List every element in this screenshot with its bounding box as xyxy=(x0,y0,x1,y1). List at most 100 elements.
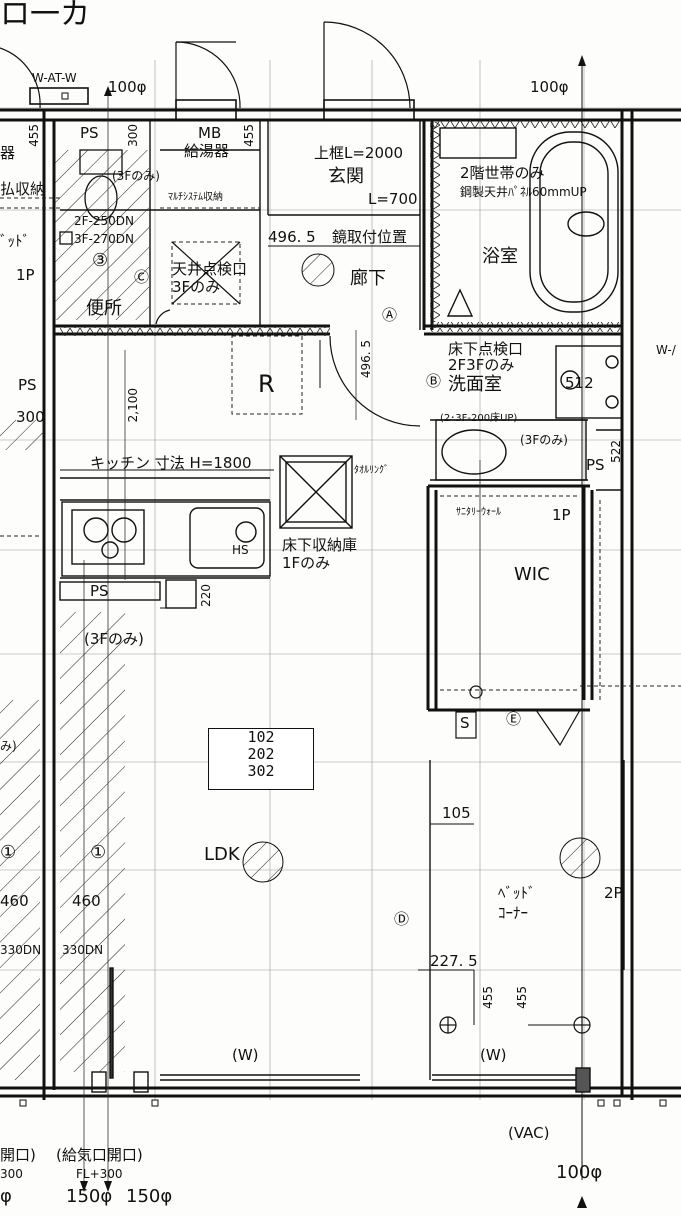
label-yokushitsu: 浴室 xyxy=(482,246,518,267)
label-circle-a: Ⓐ xyxy=(382,306,398,324)
vanity xyxy=(435,345,623,481)
dim-300-ps: 300 xyxy=(16,408,45,426)
label-ps-kitchen: PS xyxy=(90,582,109,600)
unit-number-3: 302 xyxy=(247,762,275,780)
label-w-right: W-/ xyxy=(656,343,676,357)
label-ps-left: PS xyxy=(18,376,37,394)
label-uwagamachi: 上框L=2000 xyxy=(314,144,404,162)
dashed xyxy=(0,197,681,700)
label-ldk: LDK xyxy=(204,844,240,865)
unit-number-box: 102 202 302 xyxy=(208,728,314,790)
label-3f-270dn: 3F-270DN xyxy=(74,232,134,246)
label-genkan: 玄関 xyxy=(328,166,364,187)
label-tenjo-1: 天井点検口 xyxy=(172,260,248,278)
dim-2100: 2,100 xyxy=(126,388,140,423)
dim-460: 460 xyxy=(72,892,101,910)
label-ki-partial: 器 xyxy=(0,144,16,162)
label-multi-system: ﾏﾙﾁｼｽﾃﾑ収納 xyxy=(168,192,223,203)
label-ps-top: PS xyxy=(80,124,99,142)
label-circle-e: Ⓔ xyxy=(506,710,522,728)
dim-bottom-vent-1: 150φ xyxy=(66,1186,113,1207)
label-w-at-w: W-AT-W xyxy=(32,71,77,85)
label-2p: 2P xyxy=(604,884,623,902)
dim-455-left: 455 xyxy=(27,124,41,147)
unit-number-1: 102 xyxy=(247,728,275,746)
label-kitchen: キッチン 寸法 H=1800 xyxy=(90,454,252,472)
label-1p-left: 1P xyxy=(16,266,35,284)
label-window-w-left: (W) xyxy=(232,1046,259,1064)
dim-4965-h: 496. 5 xyxy=(268,228,316,246)
label-vac: (VAC) xyxy=(508,1124,550,1142)
label-roka: 廊下 xyxy=(350,268,386,289)
label-fl300: FL+300 xyxy=(76,1167,123,1181)
dim-220: 220 xyxy=(199,584,213,607)
dim-300-bottom-partial: 300 xyxy=(0,1167,23,1181)
hatch-left-ps xyxy=(0,420,44,450)
label-kyutoki: 給湯器 xyxy=(184,142,230,160)
dim-330dn-left: 330DN xyxy=(0,943,42,957)
label-l700: L=700 xyxy=(368,190,418,208)
dim-300: 300 xyxy=(126,124,140,147)
label-mb: MB xyxy=(198,124,222,142)
label-mi-partial: み) xyxy=(0,739,17,753)
label-wic: WIC xyxy=(514,564,550,585)
label-kyuki: (給気口開口) xyxy=(56,1146,143,1164)
label-sanitary: ｻﾆﾀﾘｰｳｫｰﾙ xyxy=(456,507,501,518)
dim-460-left: 460 xyxy=(0,892,29,910)
partitions xyxy=(60,120,625,1081)
toilet xyxy=(59,149,123,245)
dim-522: 522 xyxy=(609,440,623,463)
label-3f-only-3: (3Fのみ) xyxy=(84,630,144,648)
label-senmenjo: 洗面室 xyxy=(448,374,502,395)
dim-bottom-vent-2: 150φ xyxy=(126,1186,173,1207)
label-tenjo-2: 3Fのみ xyxy=(172,278,221,296)
label-yukashita-1: 床下点検口 xyxy=(448,340,524,358)
dim-105: 105 xyxy=(442,804,471,822)
label-nikai-1: 2階世帯のみ xyxy=(460,164,545,182)
label-hs: HS xyxy=(232,543,249,557)
label-3f-only-1: (3Fのみ) xyxy=(112,169,160,183)
hatch-left-column xyxy=(60,612,125,1072)
hatch-toilet xyxy=(54,150,149,320)
underfloor-storage xyxy=(279,455,353,529)
dim-top-left-vent: 100φ xyxy=(108,78,147,96)
label-yuka-up: (2･3F-200床UP) xyxy=(440,413,518,424)
label-circle-b: Ⓑ xyxy=(426,372,442,390)
label-benjo: 便所 xyxy=(86,298,122,319)
dim-512: 512 xyxy=(565,374,594,392)
label-yukashita-2: 2F3Fのみ xyxy=(448,356,515,374)
label-towel: ﾀｵﾙﾘﾝｸﾞ xyxy=(354,465,389,476)
label-yukashita-shuno-2: 1Fのみ xyxy=(282,554,331,572)
hatch-left-edge xyxy=(0,700,40,1080)
label-bed-1: ﾍﾞｯﾄﾞ xyxy=(498,884,536,902)
ceiling-lights xyxy=(242,253,601,883)
label-circle-1-left: ① xyxy=(0,842,17,863)
bathtub xyxy=(439,127,619,317)
label-1p-wic: 1P xyxy=(552,506,571,524)
dim-bottom-right-vent: 100φ xyxy=(556,1162,603,1183)
dim-4965-v: 496. 5 xyxy=(359,340,373,379)
label-circle-1: ① xyxy=(90,842,107,863)
doors xyxy=(0,21,581,747)
label-circle-c: Ⓒ xyxy=(134,268,150,286)
label-bed-partial: ﾞｯﾄﾞ xyxy=(0,232,31,250)
label-nikai-2: 鋼製天井ﾊﾟﾈﾙ60mmUP xyxy=(460,185,587,199)
dim-455-a: 455 xyxy=(481,986,495,1009)
kitchen xyxy=(59,501,271,609)
unit-number-2: 202 xyxy=(247,745,275,763)
dim-330dn: 330DN xyxy=(62,943,104,957)
dim-top-right-vent: 100φ xyxy=(530,78,569,96)
dimension-lines xyxy=(60,60,583,1180)
label-circle-d: Ⓓ xyxy=(394,910,410,928)
label-ps-right: PS xyxy=(586,456,605,474)
dim-bottom-left-partial: φ xyxy=(0,1186,12,1207)
label-kagami: 鏡取付位置 xyxy=(332,228,408,246)
label-kaikou-partial: 開口) xyxy=(0,1146,36,1164)
label-window-w-right: (W) xyxy=(480,1046,507,1064)
dim-455-mb: 455 xyxy=(242,124,256,147)
label-3f-only-2: (3Fのみ) xyxy=(520,433,568,447)
label-2f-250dn: 2F-250DN xyxy=(74,214,134,228)
label-yukashita-shuno-1: 床下収納庫 xyxy=(282,536,358,554)
